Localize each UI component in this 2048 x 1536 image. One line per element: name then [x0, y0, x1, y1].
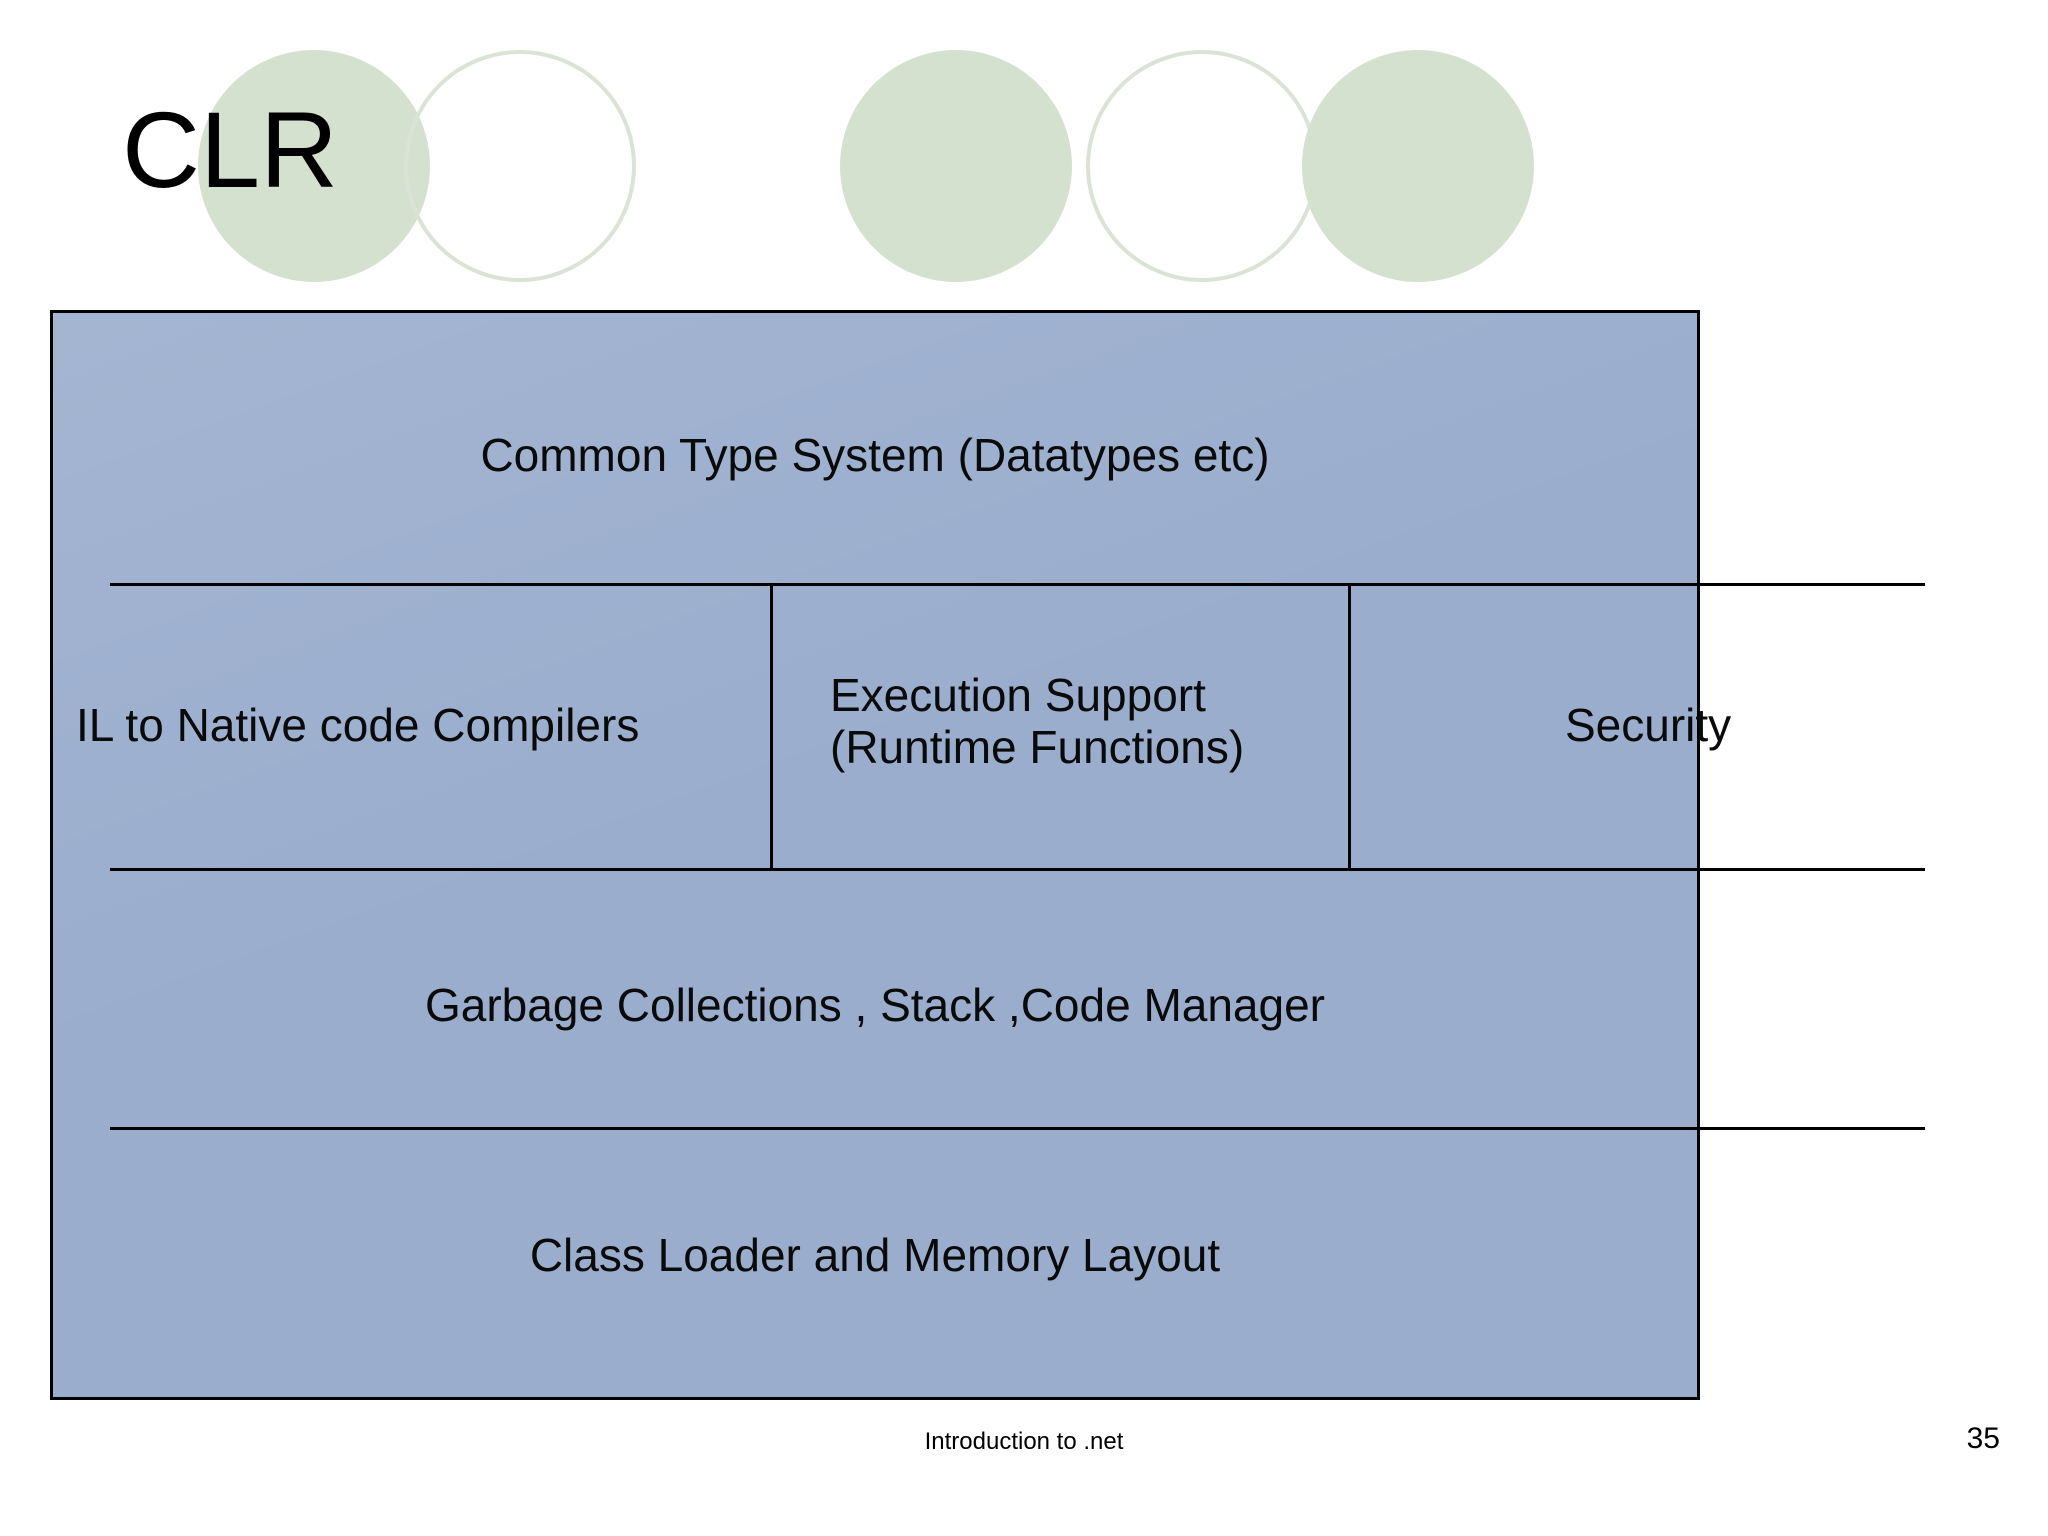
divider-vertical-left	[770, 583, 773, 871]
cell-class-loader: Class Loader and Memory Layout	[50, 1229, 1700, 1282]
decorative-circle-2-outlined	[404, 50, 636, 282]
clr-architecture-diagram	[50, 310, 1700, 1400]
decorative-circle-4-outlined	[1086, 50, 1318, 282]
divider-below-garbage-collections	[110, 1127, 1925, 1130]
cell-execution-support-label: Execution Support (Runtime Functions)	[830, 669, 1245, 773]
cell-execution-support: Execution Support (Runtime Functions)	[830, 669, 1340, 774]
decorative-circle-5-filled	[1302, 50, 1534, 282]
cell-common-type-system-label: Common Type System (Datatypes etc)	[480, 429, 1270, 481]
cell-common-type-system: Common Type System (Datatypes etc)	[50, 429, 1700, 482]
cell-security-label: Security	[1565, 699, 1732, 751]
divider-below-common-type-system	[110, 583, 1925, 586]
page-title: CLR	[122, 89, 339, 210]
footer-note: Introduction to .net	[924, 1428, 1124, 1455]
cell-class-loader-label: Class Loader and Memory Layout	[529, 1229, 1221, 1281]
decorative-circle-3-filled	[840, 50, 1072, 282]
cell-il-to-native-code-compilers-label: IL to Native code Compilers	[76, 699, 640, 751]
divider-below-middle-band	[110, 868, 1925, 871]
divider-vertical-right	[1348, 583, 1351, 871]
cell-il-to-native-code-compilers: IL to Native code Compilers	[76, 699, 766, 752]
cell-garbage-collections: Garbage Collections , Stack ,Code Manage…	[50, 979, 1700, 1032]
cell-security: Security	[1565, 699, 1965, 752]
cell-garbage-collections-label: Garbage Collections , Stack ,Code Manage…	[424, 979, 1326, 1031]
page-number: 35	[1966, 1422, 2000, 1455]
